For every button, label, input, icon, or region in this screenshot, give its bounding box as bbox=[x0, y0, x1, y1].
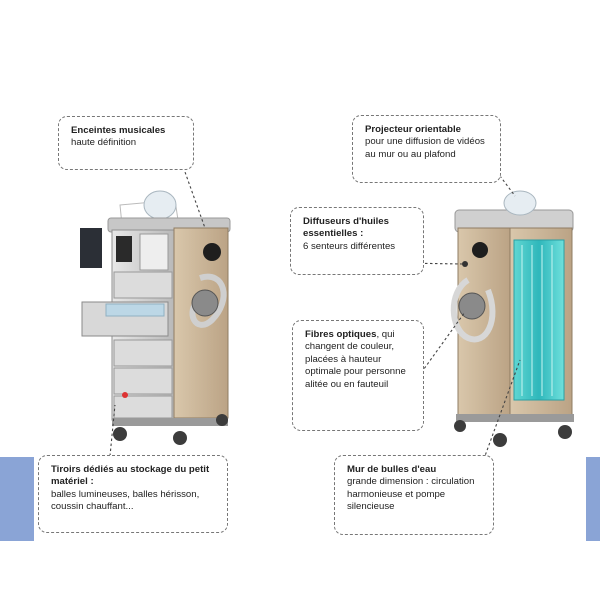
callout-fibers-title-suffix: , bbox=[376, 329, 380, 340]
fiber-holder bbox=[458, 292, 486, 320]
speaker-grille bbox=[203, 243, 221, 261]
wheel bbox=[454, 420, 466, 432]
callout-speakers-body: haute définition bbox=[71, 137, 137, 149]
callout-speakers: Enceintes musicales haute définition bbox=[58, 116, 194, 170]
callout-projector: Projecteur orientable pour une diffusion… bbox=[352, 115, 501, 183]
speaker-grille bbox=[472, 242, 488, 258]
callout-fibers-body: qui changent de couleur, placées à haute… bbox=[305, 329, 406, 390]
fiber-holder bbox=[191, 289, 219, 317]
callout-fibers-title: Fibres optiques bbox=[305, 329, 377, 340]
left-accent-bar bbox=[0, 457, 34, 541]
projector-dome bbox=[143, 190, 177, 220]
diffuser-knob bbox=[462, 261, 468, 267]
wheel bbox=[173, 431, 187, 445]
callout-projector-body: pour une diffusion de vidéos au mur ou a… bbox=[365, 136, 485, 160]
side-panel bbox=[80, 228, 102, 268]
drawer bbox=[113, 271, 173, 299]
callout-projector-title: Projecteur orientable bbox=[365, 124, 461, 135]
callout-fibers: Fibres optiques, qui changent de couleur… bbox=[292, 320, 424, 431]
right-accent-bar bbox=[586, 457, 600, 541]
callout-diffusers-title: Diffuseurs d'huiles essentielles : bbox=[303, 216, 389, 240]
callout-bubbles-title: Mur de bulles d'eau bbox=[347, 464, 437, 475]
callout-drawers-title: Tiroirs dédiés au stockage du petit maté… bbox=[51, 464, 210, 488]
wheel bbox=[113, 427, 127, 441]
drawer bbox=[113, 339, 173, 367]
callout-drawers: Tiroirs dédiés au stockage du petit maté… bbox=[38, 455, 228, 533]
callout-diffusers: Diffuseurs d'huiles essentielles : 6 sen… bbox=[290, 207, 424, 275]
right-cart bbox=[450, 190, 574, 447]
callout-speakers-title: Enceintes musicales bbox=[71, 125, 166, 136]
callout-drawers-body: balles lumineuses, balles hérisson, cous… bbox=[51, 488, 200, 513]
wheel bbox=[216, 414, 228, 426]
wheel bbox=[493, 433, 507, 447]
left-cart bbox=[80, 190, 231, 445]
drawer bbox=[113, 395, 173, 419]
callout-diffusers-body: 6 senteurs différentes bbox=[303, 240, 396, 252]
wheel bbox=[558, 425, 572, 439]
callout-bubbles: Mur de bulles d'eau grande dimension : c… bbox=[334, 455, 494, 535]
projector-dome bbox=[503, 190, 537, 216]
drawer bbox=[113, 367, 173, 395]
callout-bubbles-body: grande dimension : circulation harmonieu… bbox=[347, 476, 475, 513]
